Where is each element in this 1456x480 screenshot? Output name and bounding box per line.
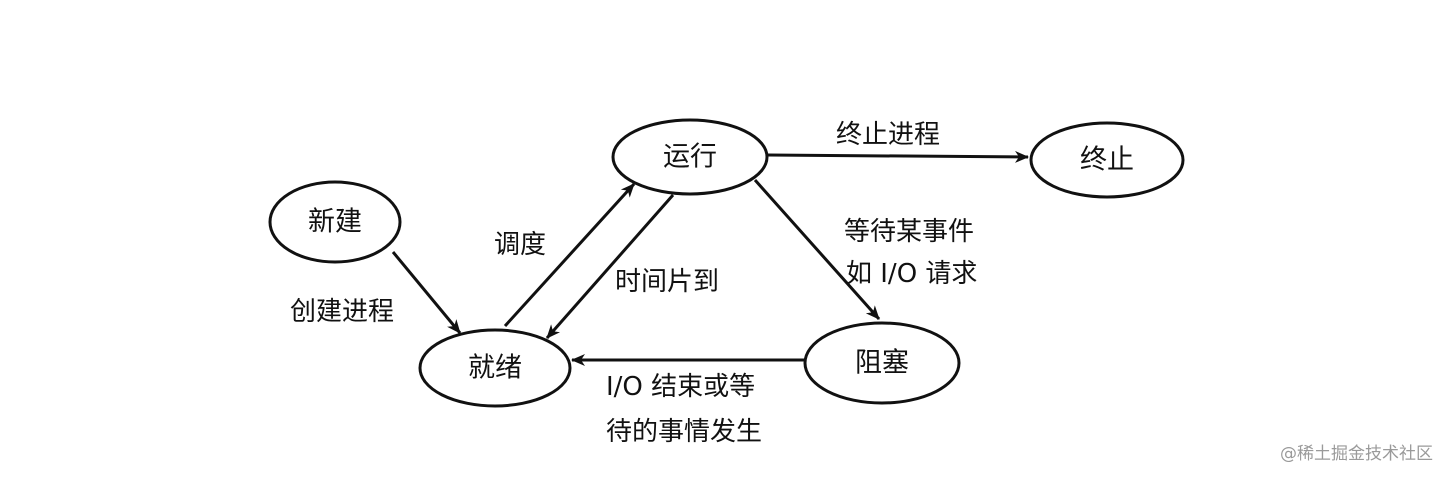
node-ready-label: 就绪 <box>468 353 522 384</box>
node-blocked: 阻塞 <box>803 321 961 405</box>
node-running-label: 运行 <box>663 142 717 173</box>
watermark: @稀土掘金技术社区 <box>1280 444 1433 464</box>
node-blocked-label: 阻塞 <box>855 348 909 379</box>
label-io-done-line2: 待的事情发生 <box>606 417 762 447</box>
label-io-done-line1: I/O 结束或等 <box>606 372 755 402</box>
edge-create <box>391 251 462 334</box>
label-wait-line1: 等待某事件 <box>844 217 974 247</box>
node-terminated: 终止 <box>1029 121 1185 199</box>
node-running: 运行 <box>611 118 769 196</box>
label-dispatch: 调度 <box>494 230 546 260</box>
edge-dispatch <box>503 182 636 328</box>
edge-wait <box>753 179 881 320</box>
edge-timeout <box>545 194 675 339</box>
label-create: 创建进程 <box>290 297 394 327</box>
label-timeout: 时间片到 <box>615 267 719 297</box>
node-new-label: 新建 <box>308 207 362 238</box>
label-terminate: 终止进程 <box>836 120 940 150</box>
label-wait-line2: 如 I/O 请求 <box>846 259 977 289</box>
node-ready: 就绪 <box>418 328 572 408</box>
edge-terminate <box>767 150 1029 163</box>
node-terminated-label: 终止 <box>1080 145 1134 176</box>
node-new: 新建 <box>268 180 402 264</box>
